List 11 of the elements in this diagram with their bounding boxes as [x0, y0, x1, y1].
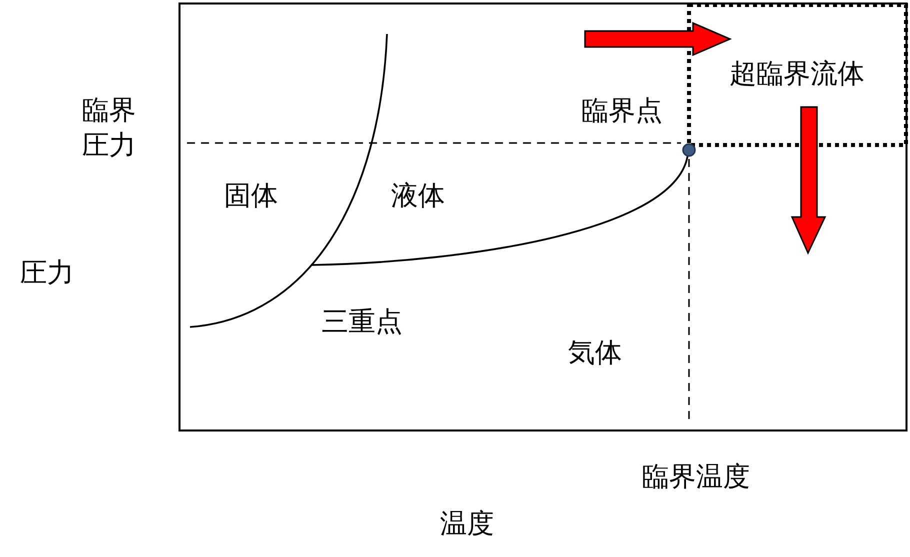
region-label: 固体: [224, 179, 278, 214]
region-label: 超臨界流体: [730, 57, 864, 92]
point-label: 臨界点: [582, 94, 662, 128]
axis-label: 臨界圧力: [81, 94, 137, 163]
axis-title: 圧力: [20, 256, 74, 290]
supercritical-region-box: [687, 3, 908, 147]
point-label: 三重点: [322, 305, 402, 340]
region-label: 気体: [568, 336, 622, 370]
region-label: 液体: [391, 179, 445, 214]
axis-title: 温度: [440, 507, 494, 542]
axis-label: 臨界温度: [642, 460, 750, 494]
